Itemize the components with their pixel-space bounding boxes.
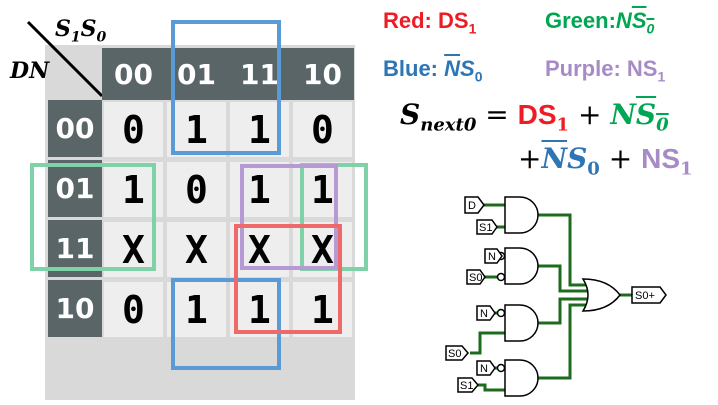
kmap-cell-r3-c3: 1 <box>293 282 352 337</box>
legend-purple: Purple: NS1 <box>545 56 666 85</box>
input-tag-s1 <box>476 219 498 235</box>
kmap-cell-r1-c1: 0 <box>167 162 226 217</box>
and-gate-2 <box>504 247 539 285</box>
legend-green: Green:NS0 <box>545 8 655 37</box>
kmap-cell-r3-c0: 0 <box>104 282 163 337</box>
kmap-column-header-00: 00 <box>102 48 165 100</box>
green-group-left <box>30 163 156 271</box>
kmap-cell-r0-c1: 1 <box>167 102 226 157</box>
input-label-s1: S1 <box>479 222 492 234</box>
logic-circuit: D S1 N S0 N S0 N S1 S0+ <box>445 196 667 397</box>
input-label-n: N <box>480 363 488 375</box>
input-tag-s0 <box>445 345 469 361</box>
input-label-d: D <box>468 200 476 212</box>
input-label-s0: S0 <box>469 272 482 284</box>
input-tag-n <box>484 248 503 264</box>
red-group <box>234 224 342 334</box>
equation-line-1: Snext0 = DS1 + NS0 <box>400 98 669 136</box>
kmap-cell-r2-c2: X <box>230 222 289 277</box>
blue-group-bottom <box>171 278 281 370</box>
legend-red: Red: DS1 <box>383 8 477 37</box>
or-gate <box>581 278 621 312</box>
kmap-corner-divider <box>26 20 104 98</box>
blue-group-top <box>171 20 281 155</box>
input-tag-d <box>464 196 485 214</box>
kmap-row-header-00: 00 <box>48 100 102 157</box>
and-gate-1 <box>504 196 539 234</box>
kmap-cell-r3-c1: 1 <box>167 282 226 337</box>
input-label-s1: S1 <box>460 380 473 392</box>
kmap-column-variables: S1S0 <box>55 16 107 46</box>
kmap-row-variables: DN <box>10 58 50 84</box>
equation-line-2: +NS0 + NS1 <box>518 142 693 180</box>
kmap-row-header-10: 10 <box>48 280 102 337</box>
kmap-cell-r2-c1: X <box>167 222 226 277</box>
purple-group <box>240 164 338 270</box>
and-gate-4 <box>504 359 539 397</box>
kmap-cell-r0-c3: 0 <box>293 102 352 157</box>
kmap-column-header-01: 01 <box>165 48 228 100</box>
output-tag-s0plus <box>631 286 667 304</box>
input-label-n: N <box>488 251 496 263</box>
input-tag-s1 <box>457 377 479 393</box>
input-label-n: N <box>480 308 488 320</box>
input-tag-n <box>476 360 496 376</box>
kmap-column-header-10: 10 <box>291 48 354 100</box>
kmap-row-header-01: 01 <box>48 160 102 217</box>
kmap-cell-r1-c2: 1 <box>230 162 289 217</box>
input-tag-n <box>476 305 496 321</box>
kmap-cell-r0-c0: 0 <box>104 102 163 157</box>
legend-blue: Blue: NS0 <box>383 56 483 85</box>
input-tag-s0 <box>466 269 486 285</box>
and-gate-3 <box>504 304 539 342</box>
input-label-s0: S0 <box>448 348 461 360</box>
output-label: S0+ <box>635 290 655 302</box>
